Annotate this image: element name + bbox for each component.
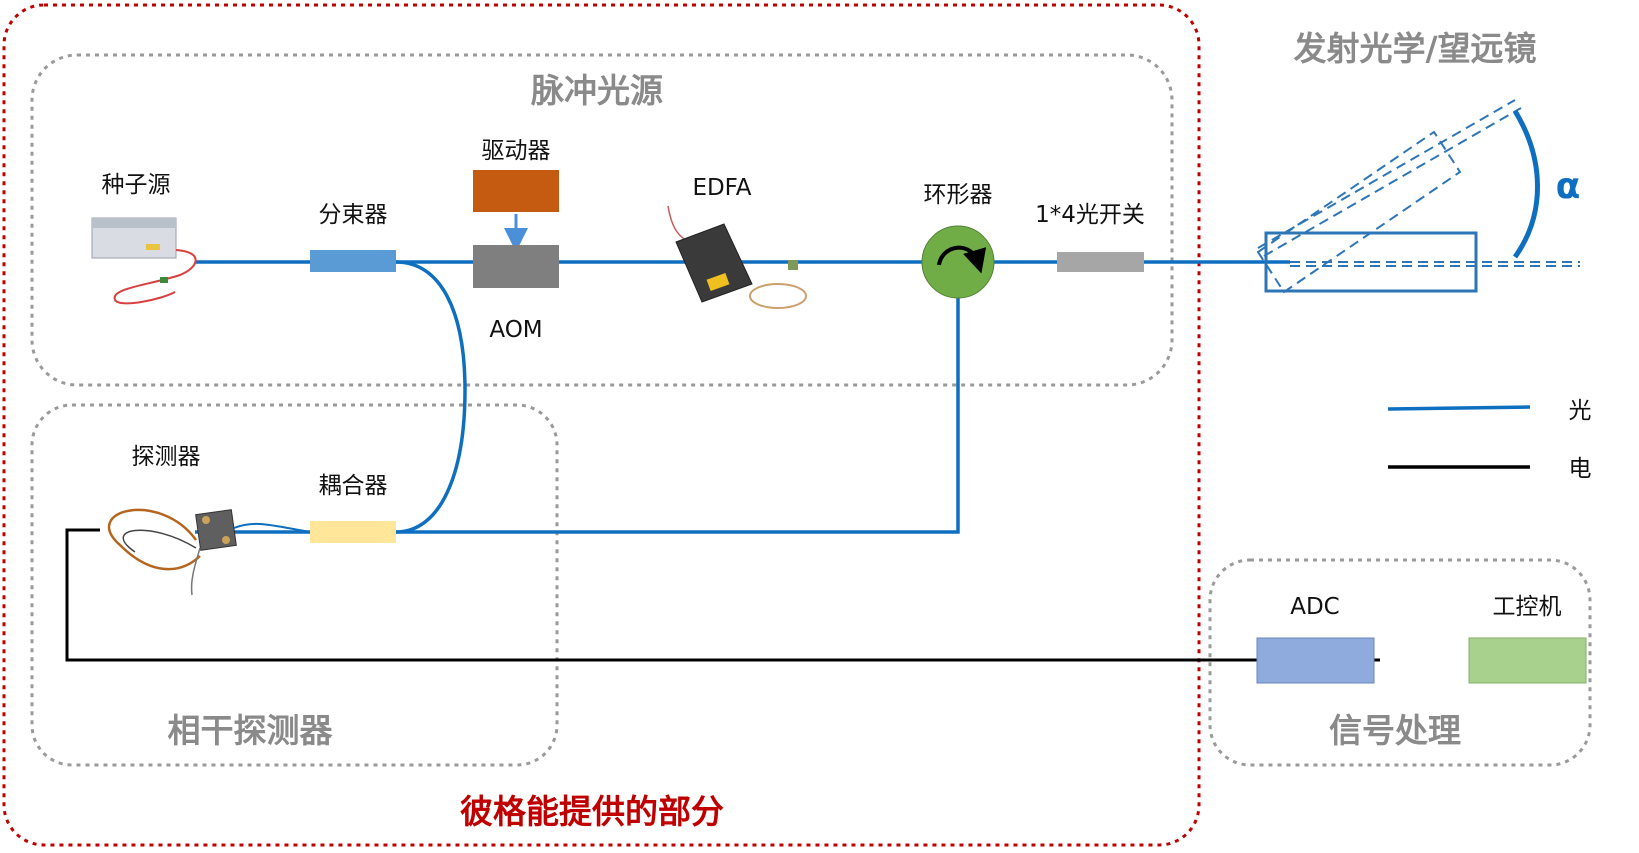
pulse-source-title: 脉冲光源 [531,71,663,110]
coupler-box [310,521,396,543]
splitter-box [310,250,396,272]
signal-processing-frame [1208,558,1592,767]
adc-box [1256,637,1375,684]
circulator-label: 环形器 [924,182,993,208]
pulse-source-frame [30,53,1174,387]
coupler-label: 耦合器 [319,473,388,499]
coherent-detector-frame [30,403,559,767]
circulator-rotation-icon [937,245,987,274]
detector-device [107,508,311,596]
provided-region-frame [2,3,1201,847]
legend-light-label: 光 [1569,398,1592,424]
telescope-assembly [1256,99,1580,294]
adc-label: ADC [1290,594,1340,620]
legend-electric-label: 电 [1569,456,1592,482]
driver-label: 驱动器 [482,138,551,164]
edfa-label: EDFA [692,175,751,201]
legend: 光 电 [1387,398,1592,482]
seed-source-label: 种子源 [102,172,171,198]
telescope-title: 发射光学/望远镜 [1293,29,1536,68]
provided-part-title: 彼格能提供的部分 [460,792,724,831]
edfa-device [667,205,807,309]
aom-label: AOM [489,317,542,343]
driver-box [473,170,559,212]
ipc-box [1468,637,1587,684]
circulator-circle [921,225,995,299]
seed-source-device [91,217,197,305]
optical-switch-label: 1*4光开关 [1035,202,1145,228]
splitter-label: 分束器 [319,202,388,228]
ipc-label: 工控机 [1493,594,1562,620]
coherent-detector-title: 相干探测器 [168,711,334,750]
detector-label: 探测器 [132,444,201,470]
aom-box [473,245,559,288]
electric-line [65,528,1380,662]
optical-switch-box [1057,252,1144,272]
angle-alpha-label: α [1556,166,1581,207]
signal-processing-title: 信号处理 [1329,711,1461,750]
legend-light-swatch [1387,405,1531,411]
